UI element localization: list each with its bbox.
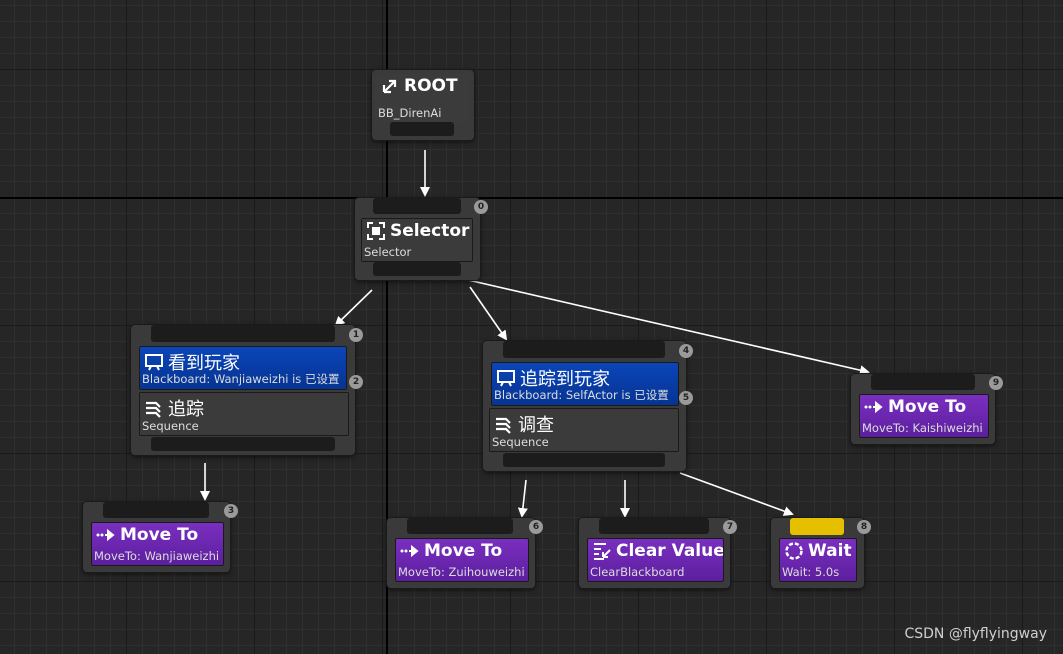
moveto-3-node[interactable]: Move To MoveTo: Wanjiaweizhi: [83, 502, 230, 572]
chase-subtitle: Sequence: [142, 419, 199, 433]
track-player-subtitle: Blackboard: SelfActor is 已设置: [494, 388, 669, 402]
wait-8-input-pin[interactable]: [790, 518, 844, 535]
investigate-sequence-node[interactable]: 追踪到玩家 Blackboard: SelfActor is 已设置 调查 Se…: [483, 341, 686, 471]
investigate-title: 调查: [494, 411, 554, 437]
root-body: ROOT BB_DirenAi: [376, 74, 470, 122]
wait-8-body: Wait Wait: 5.0s: [779, 538, 857, 582]
track-player-index-badge: 5: [679, 391, 693, 405]
root-node[interactable]: ROOT BB_DirenAi: [372, 70, 474, 140]
move-to-icon: [96, 528, 115, 542]
moveto-9-subtitle: MoveTo: Kaishiweizhi: [862, 421, 983, 435]
clear-value-7-index-badge: 7: [723, 520, 737, 534]
sequence-icon: [496, 417, 511, 434]
moveto-3-index-badge: 3: [224, 504, 238, 518]
see-player-subtitle: Blackboard: Wanjiaweizhi is 已设置: [142, 372, 340, 386]
clear-value-7-title: Clear Value: [592, 541, 723, 561]
wait-8-index-badge: 8: [857, 520, 871, 534]
clear-value-7-input-pin[interactable]: [599, 518, 709, 534]
moveto-3-subtitle: MoveTo: Wanjiaweizhi: [94, 549, 220, 563]
root-subtitle: BB_DirenAi: [378, 106, 442, 120]
moveto-6-node[interactable]: Move To MoveTo: Zuihouweizhi: [387, 518, 535, 588]
chase-sequence-node[interactable]: 看到玩家 Blackboard: Wanjiaweizhi is 已设置 追踪 …: [131, 325, 355, 455]
moveto-3-title: Move To: [96, 525, 198, 545]
wait-8-subtitle: Wait: 5.0s: [782, 565, 840, 579]
root-output-pin[interactable]: [390, 122, 454, 136]
selector-body: Selector Selector: [361, 218, 473, 262]
blackboard-decorator-icon: [497, 370, 515, 387]
see-player-decorator[interactable]: 看到玩家 Blackboard: Wanjiaweizhi is 已设置: [139, 346, 347, 390]
moveto-9-node[interactable]: Move To MoveTo: Kaishiweizhi: [851, 374, 995, 444]
clear-value-7-subtitle: ClearBlackboard: [590, 565, 685, 579]
move-to-icon: [400, 544, 419, 558]
wait-8-title: Wait: [784, 541, 852, 561]
see-player-title: 看到玩家: [144, 349, 240, 375]
moveto-9-title: Move To: [864, 397, 966, 417]
selector-input-pin[interactable]: [373, 198, 461, 214]
watermark: CSDN @flyflyingway: [904, 626, 1047, 642]
chase-output-pin[interactable]: [151, 437, 335, 451]
clear-value-7-body: Clear Value ClearBlackboard: [587, 538, 724, 582]
blackboard-decorator-icon: [145, 354, 163, 371]
selector-output-pin[interactable]: [373, 262, 461, 276]
investigate-subtitle: Sequence: [492, 435, 549, 449]
wait-icon: [785, 542, 803, 560]
chase-input-pin[interactable]: [151, 325, 335, 342]
root-title: ROOT: [380, 76, 458, 96]
edge-investigate-moveto6: [517, 479, 528, 518]
grid-axis-vertical: [386, 0, 388, 654]
clear-value-7-node[interactable]: Clear Value ClearBlackboard: [579, 518, 730, 588]
track-player-decorator[interactable]: 追踪到玩家 Blackboard: SelfActor is 已设置: [491, 362, 679, 406]
investigate-sequence-body[interactable]: 调查 Sequence: [489, 408, 679, 452]
moveto-6-body: Move To MoveTo: Zuihouweizhi: [395, 538, 529, 582]
moveto-9-input-pin[interactable]: [871, 374, 975, 390]
edge-selector-chase: [334, 289, 373, 327]
moveto-3-input-pin[interactable]: [103, 502, 209, 518]
moveto-3-body: Move To MoveTo: Wanjiaweizhi: [91, 522, 224, 566]
selector-index-badge: 0: [474, 200, 488, 214]
clear-value-icon: [594, 543, 611, 560]
chase-sequence-body[interactable]: 追踪 Sequence: [139, 392, 349, 436]
selector-icon: [367, 222, 385, 240]
sequence-icon: [146, 401, 161, 418]
moveto-6-title: Move To: [400, 541, 502, 561]
investigate-index-badge: 4: [679, 344, 693, 358]
chase-title: 追踪: [144, 395, 204, 421]
investigate-output-pin[interactable]: [503, 453, 665, 467]
moveto-6-subtitle: MoveTo: Zuihouweizhi: [398, 565, 525, 579]
moveto-9-body: Move To MoveTo: Kaishiweizhi: [859, 394, 989, 438]
selector-title: Selector: [366, 221, 469, 241]
moveto-6-index-badge: 6: [529, 520, 543, 534]
wait-8-node[interactable]: Wait Wait: 5.0s: [771, 518, 864, 588]
investigate-input-pin[interactable]: [503, 341, 665, 358]
chase-index-badge: 1: [349, 328, 363, 342]
moveto-6-input-pin[interactable]: [407, 518, 513, 534]
see-player-index-badge: 2: [349, 375, 363, 389]
track-player-title: 追踪到玩家: [496, 365, 610, 391]
move-to-icon: [864, 400, 883, 414]
grid-axis-horizontal: [0, 197, 1063, 199]
moveto-9-index-badge: 9: [989, 376, 1003, 390]
root-icon: [382, 79, 397, 94]
edge-investigate-wait8: [679, 472, 794, 516]
edge-selector-moveto9: [467, 279, 870, 376]
edge-selector-investigate: [469, 286, 508, 341]
selector-subtitle: Selector: [364, 245, 412, 259]
selector-node[interactable]: Selector Selector: [355, 198, 480, 280]
